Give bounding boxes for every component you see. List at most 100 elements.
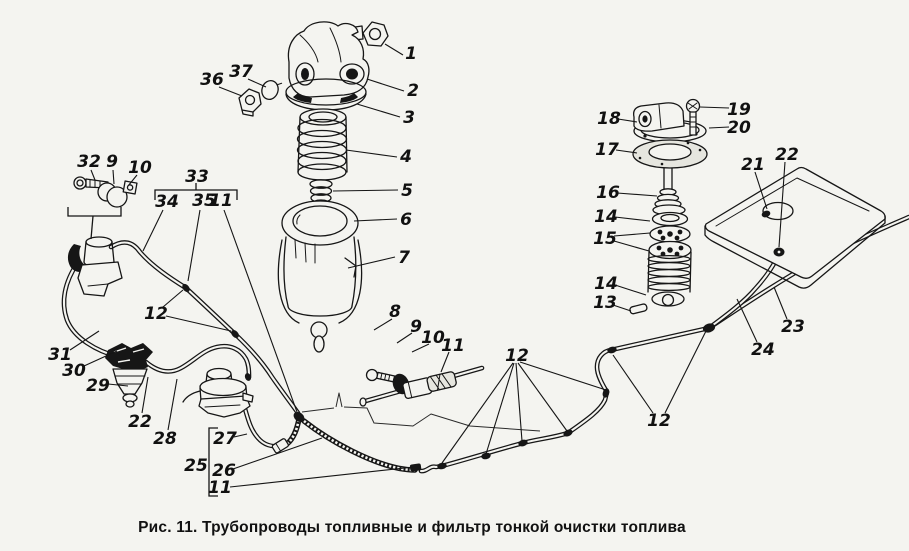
nut-and-washer (238, 79, 283, 117)
fuel-tank (704, 166, 886, 289)
callout-4: 4 (399, 147, 412, 167)
filter-element (296, 108, 348, 181)
hose-connector-assembly (359, 368, 482, 407)
sediment-filter (105, 343, 153, 408)
callout-8: 8 (389, 302, 401, 322)
callout-34: 34 (155, 192, 179, 212)
leader-line (613, 232, 651, 237)
chassis-contour (301, 392, 541, 432)
filter-bowl (277, 236, 363, 353)
leader-line (411, 343, 430, 353)
callout-12: 12 (647, 411, 671, 431)
callout-26: 26 (212, 461, 236, 481)
leader-line (233, 433, 248, 438)
leader-line (223, 209, 298, 413)
leader-line (617, 118, 638, 123)
leader-line (83, 350, 118, 367)
thumb-nut (313, 335, 325, 353)
callout-29: 29 (86, 376, 110, 396)
callout-14: 14 (594, 274, 618, 294)
fuel-pickup-assembly (629, 98, 708, 315)
nut (238, 88, 262, 113)
callout-23: 23 (781, 317, 805, 337)
callout-6: 6 (400, 210, 412, 230)
callout-9: 9 (106, 152, 118, 172)
leader-line (107, 383, 129, 387)
callout-13: 13 (593, 293, 617, 313)
leader-line (142, 209, 164, 252)
bracket-clamp-group (67, 207, 122, 217)
bowl-rim (281, 200, 359, 246)
braided-hose-section (426, 371, 457, 392)
leader-line (167, 378, 178, 431)
leader-line (708, 126, 730, 129)
pump-lever (182, 390, 201, 403)
leader-line (699, 106, 730, 109)
leader-line (616, 192, 658, 197)
bracket-layer (67, 183, 238, 497)
callout-5: 5 (401, 181, 413, 201)
callout-11: 11 (208, 478, 232, 498)
leader-line (778, 161, 786, 248)
callout-28: 28 (153, 429, 177, 449)
leader-line (615, 149, 638, 154)
hose-end-fitting (409, 463, 422, 472)
hose-connector (271, 438, 289, 454)
callout-9: 9 (410, 317, 422, 337)
leader-line (754, 171, 768, 210)
leader-line (373, 318, 393, 331)
leader-line (519, 361, 607, 391)
callout-7: 7 (398, 248, 410, 268)
leader-line (614, 284, 647, 296)
leader-line (345, 149, 398, 158)
leader-line (517, 362, 568, 432)
leader-line (366, 78, 405, 92)
leader-line (612, 354, 654, 414)
leader-line (515, 362, 523, 442)
callout-36: 36 (200, 70, 224, 90)
pickup-opening (762, 201, 794, 221)
leader-line (247, 78, 267, 88)
callout-22: 22 (128, 412, 152, 432)
leader-line (165, 315, 232, 332)
leader-line (162, 289, 184, 308)
leader-line (187, 209, 201, 282)
leader-line (229, 466, 415, 488)
leader-line (112, 169, 115, 185)
leader-line (441, 362, 514, 464)
callout-10: 10 (128, 158, 152, 178)
filter-head (287, 21, 370, 98)
callout-25: 25 (184, 456, 208, 476)
callout-37: 37 (229, 62, 253, 82)
callout-32: 32 (77, 152, 101, 172)
leader-line (353, 218, 398, 222)
callout-22: 22 (775, 145, 799, 165)
callout-3: 3 (403, 108, 415, 128)
callout-31: 31 (48, 345, 72, 365)
callout-16: 16 (596, 183, 620, 203)
leader-line (614, 216, 651, 222)
pipe-junction (702, 323, 716, 333)
callout-12: 12 (144, 304, 168, 324)
callout-17: 17 (595, 140, 619, 160)
pickup-bolt (685, 98, 701, 136)
leader-line (218, 86, 243, 97)
leader-line (332, 189, 399, 192)
callout-20: 20 (727, 118, 751, 138)
callout-27: 27 (213, 429, 237, 449)
strainer-cone (652, 188, 686, 216)
leader-line (664, 330, 707, 414)
callout-35: 35 (192, 191, 216, 211)
callout-15: 15 (593, 229, 617, 249)
fine-filter-assembly (277, 21, 389, 353)
hose-clamp-assembly (73, 176, 138, 208)
callout-30: 30 (62, 361, 86, 381)
callout-12: 12 (505, 346, 529, 366)
leader-line (127, 174, 138, 187)
callout-24: 24 (751, 340, 775, 360)
leader-line (69, 330, 100, 351)
callout-18: 18 (597, 109, 621, 129)
